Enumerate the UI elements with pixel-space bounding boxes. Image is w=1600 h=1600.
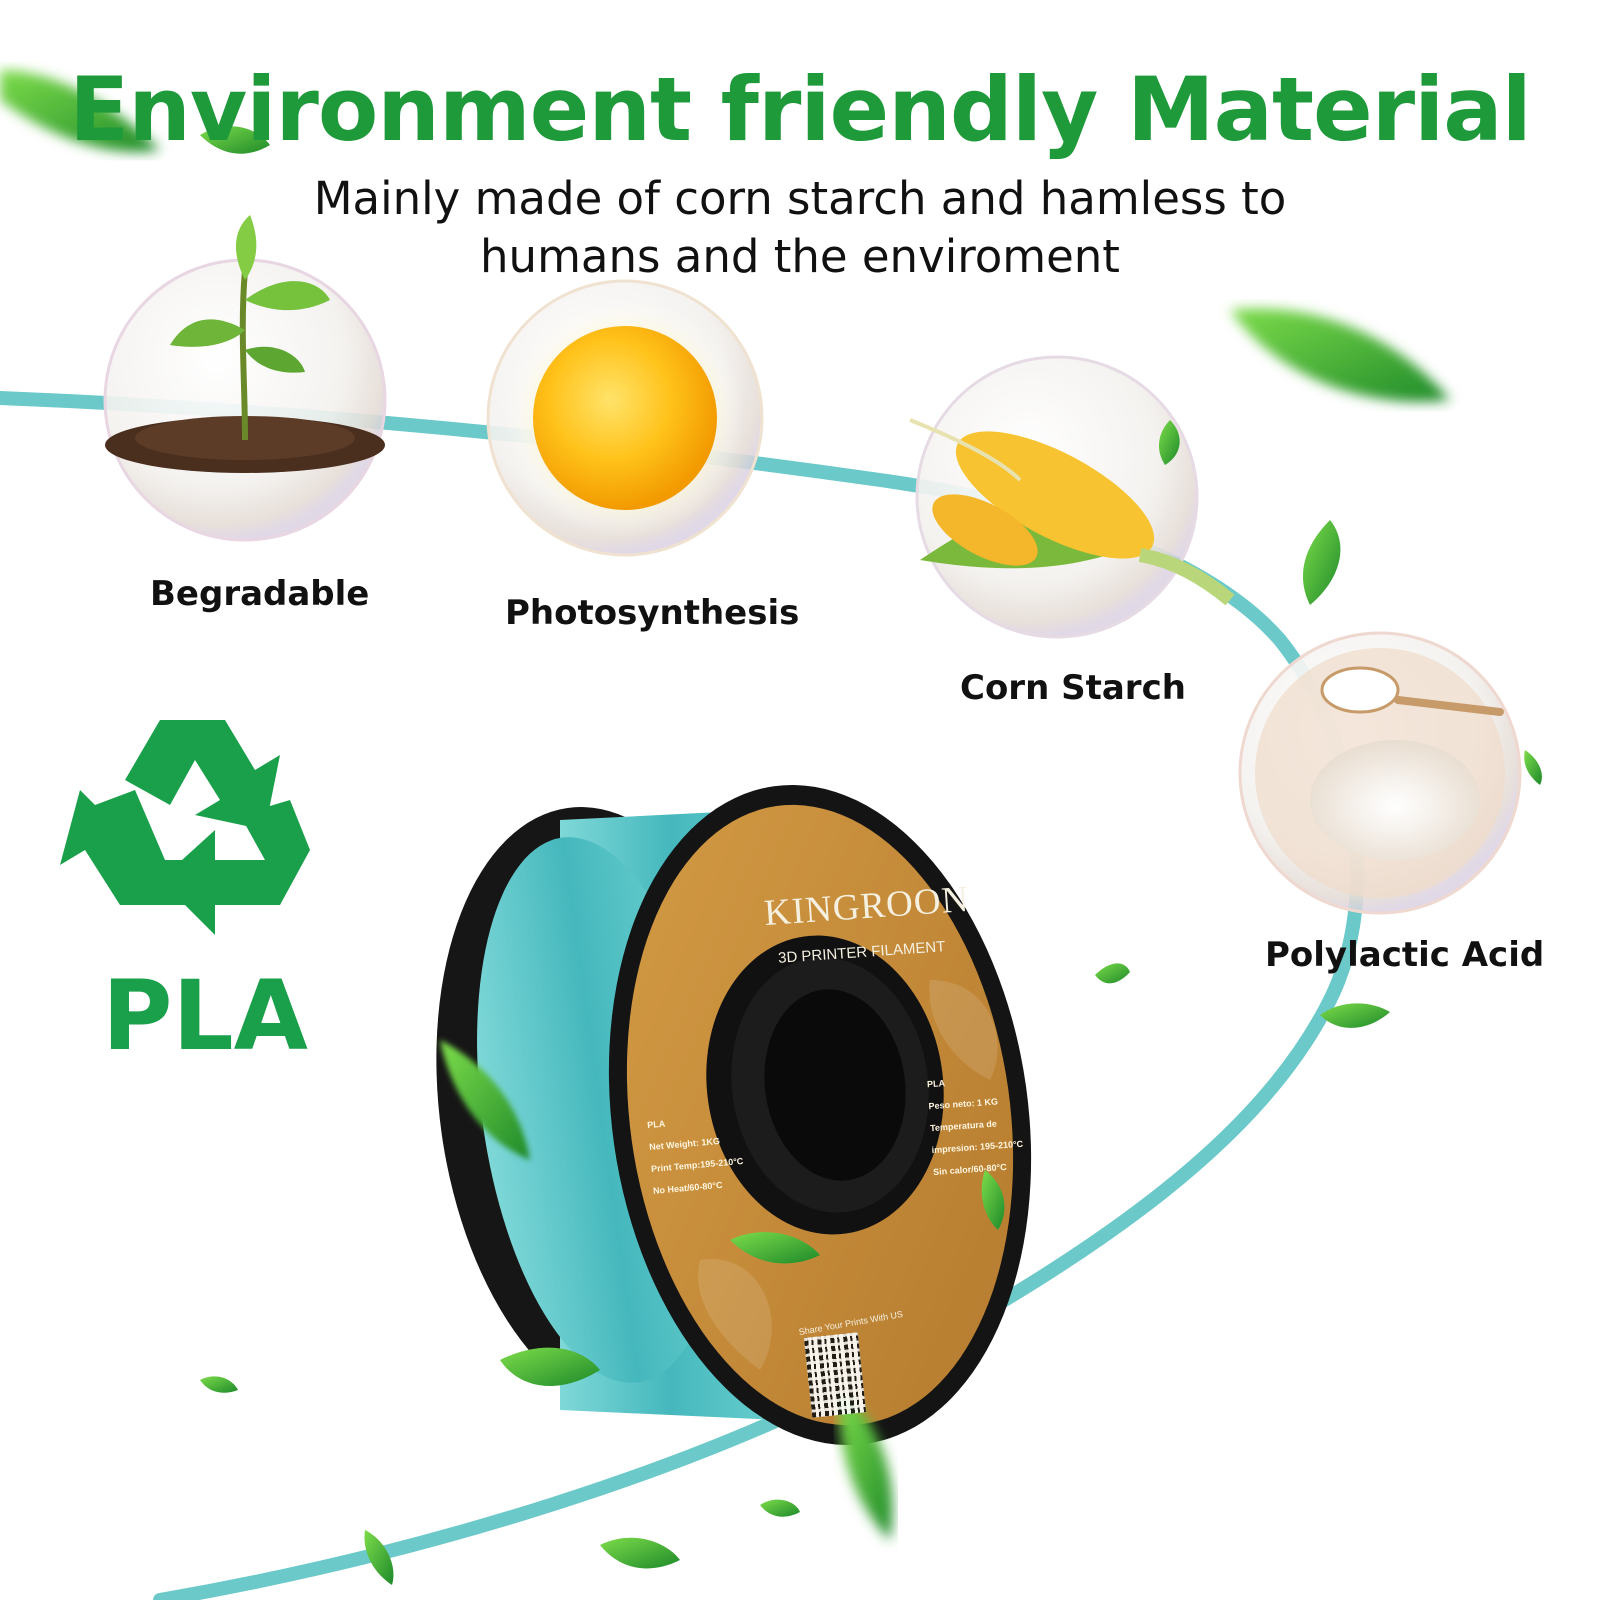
qr-code-icon xyxy=(803,1332,867,1418)
bubble-polylactic-acid xyxy=(1238,631,1522,915)
bubble-corn-starch xyxy=(909,355,1235,639)
feature-label-corn-starch: Corn Starch xyxy=(960,668,1186,708)
filament-spool xyxy=(436,784,1032,1446)
leaf-icon xyxy=(364,1530,394,1585)
subtitle-line-1: Mainly made of corn starch and hamless t… xyxy=(313,172,1287,225)
leaf-icon xyxy=(500,1347,600,1387)
bubble-degradable xyxy=(103,215,387,542)
pla-label: PLA xyxy=(102,960,308,1072)
subtitle-line-2: humans and the enviroment xyxy=(480,230,1120,283)
leaf-icon xyxy=(200,1376,238,1393)
leaf-icon xyxy=(1320,1003,1390,1028)
feature-label-polylactic-acid: Polylactic Acid xyxy=(1265,935,1545,975)
page-subtitle: Mainly made of corn starch and hamless t… xyxy=(250,170,1350,286)
leaf-icon xyxy=(200,126,270,154)
feature-label-photosynthesis: Photosynthesis xyxy=(505,593,800,633)
leaf-decorations xyxy=(0,70,1542,1585)
spool-specs-right: PLA Peso neto: 1 KG Temperatura de impre… xyxy=(926,1067,1025,1183)
leaf-icon xyxy=(1158,420,1180,465)
feature-label-degradable: Begradable xyxy=(150,574,370,614)
leaf-icon xyxy=(600,1537,680,1569)
leaf-icon xyxy=(1230,308,1450,402)
leaf-icon xyxy=(981,1170,1005,1230)
leaf-icon xyxy=(0,70,160,152)
leaf-icon xyxy=(1524,750,1542,785)
leaf-icon xyxy=(1302,520,1341,605)
leaf-icon xyxy=(760,1499,800,1517)
bubble-photosynthesis xyxy=(486,279,764,557)
spool-specs-left: PLA Net Weight: 1KG Print Temp:195-210°C… xyxy=(646,1106,746,1202)
leaf-icon xyxy=(1095,963,1130,984)
recycle-icon xyxy=(60,720,310,935)
page-title: Environment friendly Material xyxy=(69,58,1532,161)
leaf-icon xyxy=(730,1232,820,1264)
leaf-icon xyxy=(839,1390,893,1540)
leaf-icon xyxy=(440,1040,530,1160)
